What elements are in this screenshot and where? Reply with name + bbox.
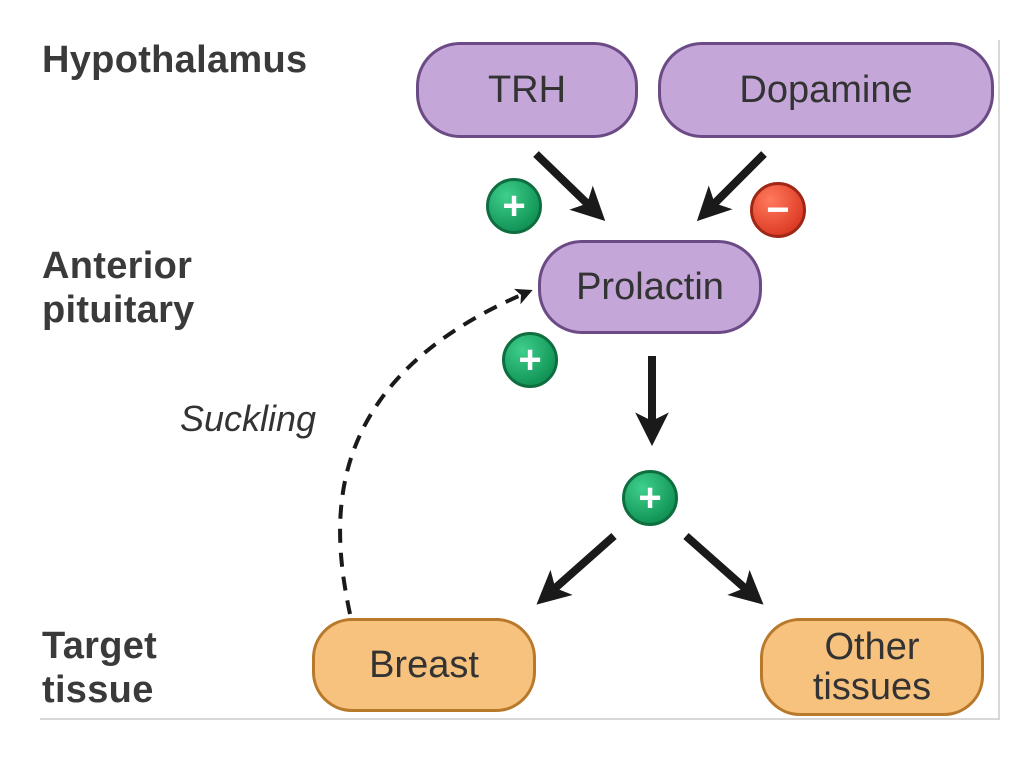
node-other-tissues-line2: tissues [812, 666, 932, 708]
row-label-hypothalamus: Hypothalamus [42, 38, 307, 82]
row-label-anterior-line1: Anterior [42, 245, 193, 287]
arrow-to-other-tissues [683, 533, 764, 605]
node-prolactin: Prolactin [538, 240, 762, 334]
suckling-label: Suckling [180, 398, 317, 439]
row-label-anterior-pituitary: Anterior pituitary [42, 244, 195, 332]
node-dopamine-label: Dopamine [739, 68, 913, 111]
node-dopamine: Dopamine [658, 42, 994, 138]
row-label-target-tissue: Target tissue [42, 624, 157, 712]
stimulate-badge-suckling: + [502, 332, 558, 388]
node-prolactin-label: Prolactin [576, 265, 724, 308]
row-label-hypothalamus-text: Hypothalamus [42, 39, 308, 81]
frame-bottom-edge [40, 718, 1000, 720]
row-label-target-line1: Target [42, 625, 158, 667]
minus-symbol: − [766, 188, 790, 232]
node-trh: TRH [416, 42, 638, 138]
node-breast-label: Breast [369, 643, 479, 686]
arrow-to-breast [536, 533, 617, 605]
arrow-trh-to-prolactin [533, 151, 606, 222]
inhibit-badge-dopamine: − [750, 182, 806, 238]
plus-symbol: + [502, 184, 526, 228]
node-other-tissues: Other tissues [760, 618, 984, 716]
row-label-anterior-line2: pituitary [42, 289, 195, 331]
plus-symbol: + [518, 338, 542, 382]
node-breast: Breast [312, 618, 536, 712]
frame-right-edge [998, 40, 1000, 720]
plus-symbol: + [638, 476, 662, 520]
stimulate-badge-trh: + [486, 178, 542, 234]
arrow-dopamine-to-prolactin [696, 151, 767, 222]
suckling-feedback-arrow [338, 288, 533, 615]
stimulate-badge-prolactin: + [622, 470, 678, 526]
node-other-tissues-line1: Other [824, 626, 920, 668]
row-label-target-line2: tissue [42, 669, 154, 711]
node-trh-label: TRH [487, 68, 567, 111]
